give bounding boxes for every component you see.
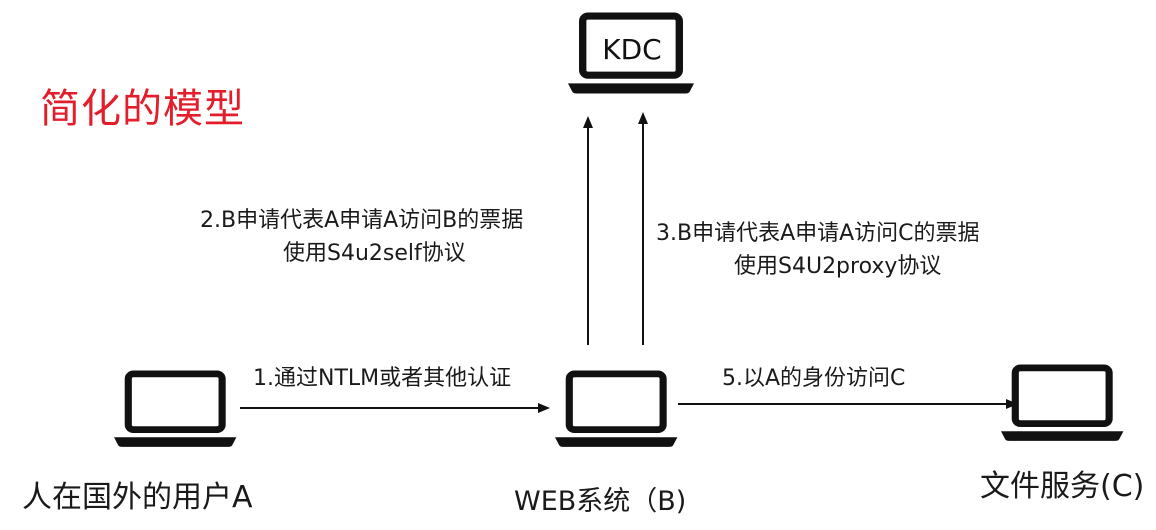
- diagram-title: 简化的模型: [40, 86, 245, 132]
- kdc-label: KDC: [602, 33, 662, 66]
- user-laptop-icon: [114, 374, 236, 447]
- file-node-label: 文件服务(C): [980, 469, 1145, 504]
- web-laptop-icon: [555, 374, 677, 447]
- step3-label-line1: 3.B申请代表A申请A访问C的票据: [656, 221, 980, 246]
- step2-label-line2: 使用S4u2self协议: [283, 241, 466, 266]
- step2-label-line1: 2.B申请代表A申请A访问B的票据: [200, 208, 524, 233]
- web-node-label: WEB系统（B): [514, 486, 687, 517]
- step1-label: 1.通过NTLM或者其他认证: [253, 366, 512, 391]
- step3-label-line2: 使用S4U2proxy协议: [734, 254, 942, 279]
- user-node-label: 人在国外的用户A: [22, 480, 253, 515]
- step5-label: 5.以A的身份访问C: [722, 366, 906, 391]
- file-laptop-icon: [1001, 368, 1123, 441]
